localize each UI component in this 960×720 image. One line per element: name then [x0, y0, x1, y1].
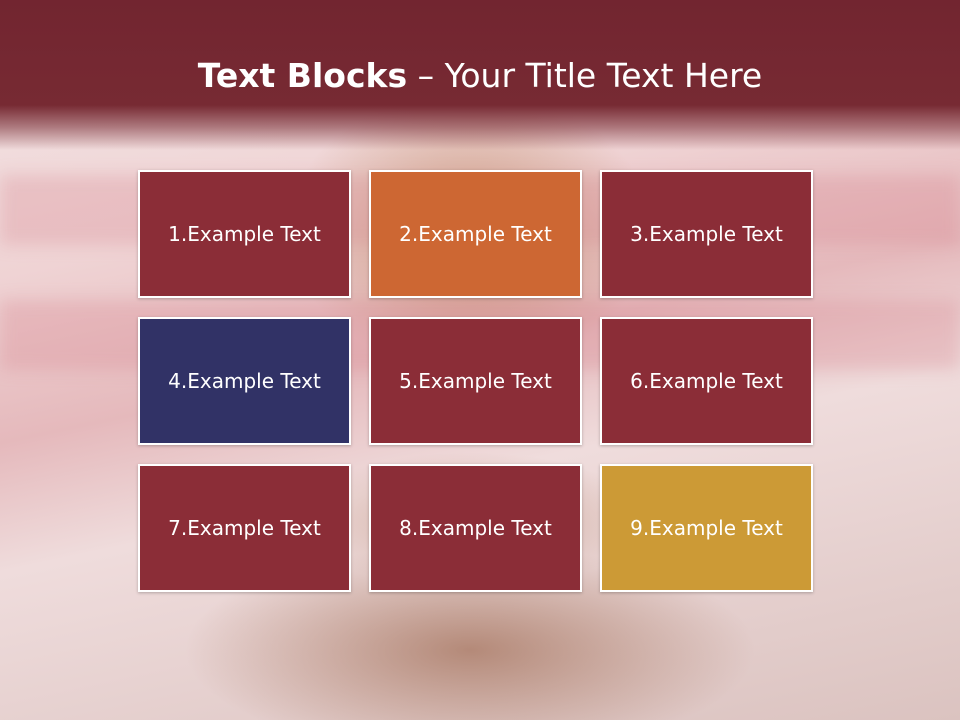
text-block-label: 9.Example Text: [630, 516, 783, 540]
text-block-label: 3.Example Text: [630, 222, 783, 246]
title-banner: [0, 0, 960, 150]
text-block-label: 5.Example Text: [399, 369, 552, 393]
text-block-label: 7.Example Text: [168, 516, 321, 540]
text-block-5: 5.Example Text: [369, 317, 582, 445]
text-block-label: 8.Example Text: [399, 516, 552, 540]
title-bold-part: Text Blocks: [197, 56, 408, 95]
title-regular-part: Your Title Text Here: [444, 56, 763, 95]
text-block-label: 6.Example Text: [630, 369, 783, 393]
text-block-1: 1.Example Text: [138, 170, 351, 298]
text-block-4: 4.Example Text: [138, 317, 351, 445]
text-block-label: 4.Example Text: [168, 369, 321, 393]
text-block-9: 9.Example Text: [600, 464, 813, 592]
text-block-label: 2.Example Text: [399, 222, 552, 246]
text-block-3: 3.Example Text: [600, 170, 813, 298]
text-block-7: 7.Example Text: [138, 464, 351, 592]
text-block-8: 8.Example Text: [369, 464, 582, 592]
title-separator: –: [407, 56, 445, 95]
text-block-grid: 1.Example Text 2.Example Text 3.Example …: [138, 170, 813, 592]
text-block-label: 1.Example Text: [168, 222, 321, 246]
text-block-6: 6.Example Text: [600, 317, 813, 445]
text-block-2: 2.Example Text: [369, 170, 582, 298]
slide-title: Text Blocks – Your Title Text Here: [0, 54, 960, 98]
